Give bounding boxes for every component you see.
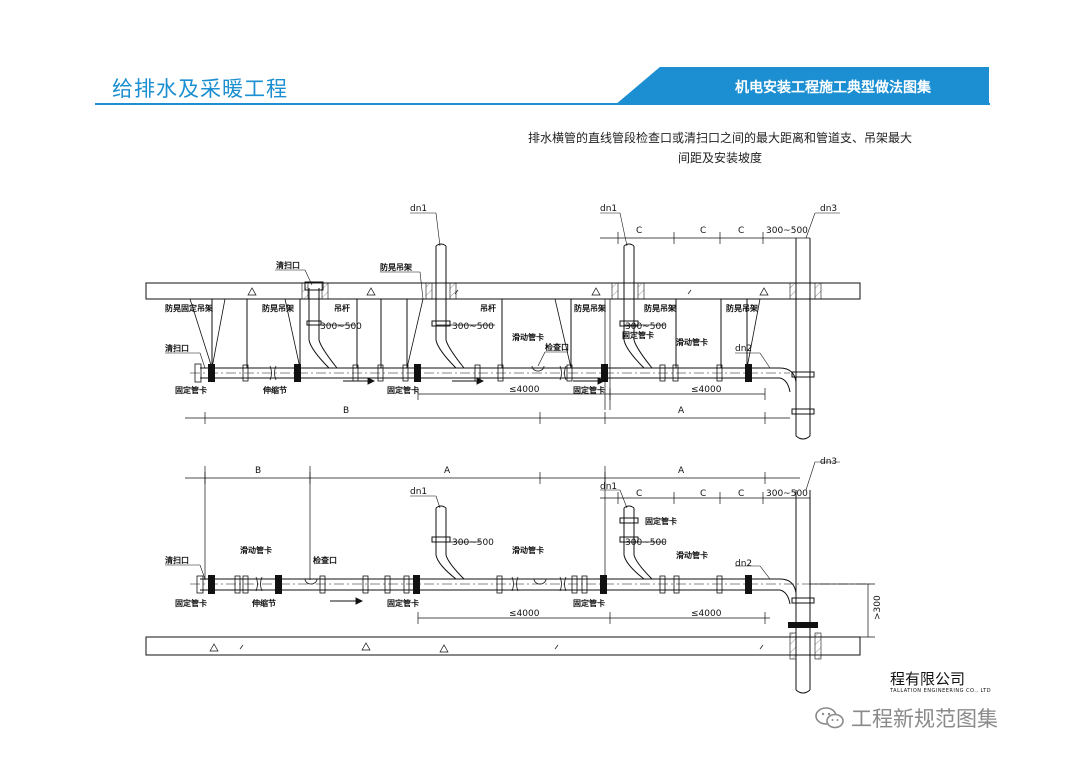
ceiling-slab [145, 282, 861, 300]
label-cleanout-bottom: 清扫口 [165, 555, 189, 565]
flow-arrows [343, 377, 606, 385]
label-span-2-bottom: 300~500 [625, 538, 667, 548]
header: 给排水及采暖工程 机电安装工程施工典型做法图集 [0, 0, 1080, 110]
bottom-diagram: dn1 dn1 dn3 dn2 B A A C C C 300~500 300~… [145, 457, 883, 694]
label-fixed-clamp-right: 固定管卡 [573, 385, 605, 395]
label-inspection: 检查口 [545, 342, 569, 352]
label-fixed-clamp-mid-bottom: 固定管卡 [387, 598, 419, 608]
riser-dn3-bottom [779, 490, 815, 694]
label-dn3-bottom: dn3 [820, 457, 837, 467]
atlas-title: 机电安装工程施工典型做法图集 [735, 80, 931, 96]
fixed-clamps [208, 364, 752, 382]
floor-aggregate-marks [209, 642, 764, 653]
label-span-3-bottom: 300~500 [766, 489, 808, 499]
label-slide-clamp-3-bottom: 滑动管卡 [676, 550, 708, 560]
label-anti-sway-fixed: 防晃固定吊架 [165, 303, 213, 313]
label-hanger-rod-1: 吊杆 [334, 303, 350, 313]
label-slide-clamp-1-bottom: 滑动管卡 [240, 545, 272, 555]
label-dim-A2-bottom: A [678, 466, 685, 476]
wechat-icon [815, 707, 844, 729]
label-anti-sway-3: 防晃吊架 [574, 303, 606, 313]
label-slide-clamp-2-bottom: 滑动管卡 [512, 545, 544, 555]
label-expansion: 伸缩节 [262, 385, 287, 395]
label-span-4: 300~500 [766, 226, 808, 236]
label-fixed-clamp-left-bottom: 固定管卡 [175, 598, 207, 608]
label-span-3: 300~500 [625, 322, 667, 332]
label-fixed-clamp-riser-bottom: 固定管卡 [645, 516, 677, 526]
company-name: 程有限公司 [890, 670, 966, 688]
watermark: 工程新规范图集 [815, 703, 998, 733]
label-anti-sway-5: 防晃吊架 [726, 303, 758, 313]
label-dim-C2: C [700, 226, 706, 236]
label-dn2: dn2 [735, 344, 752, 354]
label-anti-sway-2: 防晃吊架 [380, 262, 412, 272]
label-dn1-a: dn1 [410, 204, 427, 214]
horizontal-drain-pipe-bottom [190, 578, 870, 591]
leader-lines-bottom [165, 461, 840, 580]
slide-clamps [194, 363, 723, 383]
label-max-2: ≤4000 [691, 385, 722, 395]
label-anti-sway-1: 防晃吊架 [262, 303, 294, 313]
dimension-lines-top [185, 232, 810, 424]
header-band [615, 67, 989, 105]
label-dim-C3-bottom: C [738, 489, 744, 499]
label-dim-C2-bottom: C [700, 489, 706, 499]
label-expansion-bottom: 伸缩节 [251, 598, 276, 608]
label-dim-C1-bottom: C [636, 489, 642, 499]
label-dn2-bottom: dn2 [735, 559, 752, 569]
label-cleanout-top: 清扫口 [276, 260, 300, 270]
label-max-1: ≤4000 [509, 385, 540, 395]
label-hanger-rod-2: 吊杆 [480, 303, 496, 313]
branch-cleanout [304, 281, 338, 369]
label-dn1-b: dn1 [600, 204, 617, 214]
anti-sway-braces [189, 298, 761, 369]
label-dim-C1: C [636, 226, 642, 236]
label-dim-B: B [343, 406, 349, 416]
label-slide-clamp-2: 滑动管卡 [676, 337, 708, 347]
company-name-en: TALLATION ENGINEERING CO., LTD [890, 688, 992, 694]
watermark-text: 工程新规范图集 [851, 707, 998, 731]
label-anti-sway-4: 防晃吊架 [644, 303, 676, 313]
slab-aggregate-marks [247, 287, 769, 296]
label-span-1: 300~500 [320, 322, 362, 332]
dimension-lines-bottom [185, 466, 875, 638]
label-inspection-bottom: 检查口 [313, 555, 337, 565]
label-dim-A1-bottom: A [444, 466, 451, 476]
label-span-2: 300~500 [452, 322, 494, 332]
label-max-2-bottom: ≤4000 [691, 609, 722, 619]
fixed-clamps-bottom [208, 575, 818, 628]
caption-line-1: 排水横管的直线管段检查口或清扫口之间的最大距离和管道支、吊架最大 [527, 131, 912, 145]
label-fixed-clamp-top: 固定管卡 [622, 330, 654, 340]
label-dn1-b-bottom: dn1 [600, 482, 617, 492]
header-rule [95, 103, 990, 105]
riser-dn3-top [779, 238, 815, 440]
riser-dn1-a [431, 243, 465, 369]
hanger-rods [211, 299, 748, 368]
riser-dn1-b [619, 243, 653, 369]
label-fixed-clamp-mid: 固定管卡 [387, 385, 419, 395]
label-dim-A: A [678, 406, 685, 416]
flow-arrows-bottom [330, 597, 364, 605]
floor-slab [145, 636, 861, 656]
riser-dn1-b-bottom [619, 505, 653, 580]
label-max-1-bottom: ≤4000 [509, 609, 540, 619]
label-dim-B-bottom: B [255, 466, 261, 476]
slide-clamps-bottom [196, 575, 723, 594]
drawing-caption: 排水横管的直线管段检查口或清扫口之间的最大距离和管道支、吊架最大 间距及安装坡度 [500, 128, 940, 168]
label-dn3: dn3 [820, 204, 837, 214]
leader-lines-top [165, 212, 840, 369]
label-gt300: >300 [873, 595, 883, 620]
label-span-1-bottom: 300~500 [452, 538, 494, 548]
caption-line-2: 间距及安装坡度 [677, 151, 762, 165]
label-dim-C3: C [738, 226, 744, 236]
horizontal-drain-pipe [190, 367, 790, 379]
label-cleanout-left: 清扫口 [165, 343, 189, 353]
label-fixed-clamp-right-bottom: 固定管卡 [573, 598, 605, 608]
section-title: 给排水及采暖工程 [112, 77, 288, 101]
label-fixed-clamp-left: 固定管卡 [175, 385, 207, 395]
top-diagram: dn1 dn1 dn3 dn2 清扫口 防晃固定吊架 防晃吊架 防晃吊架 防晃吊… [145, 204, 861, 440]
label-dn1-a-bottom: dn1 [410, 487, 427, 497]
label-slide-clamp-1: 滑动管卡 [512, 332, 544, 342]
